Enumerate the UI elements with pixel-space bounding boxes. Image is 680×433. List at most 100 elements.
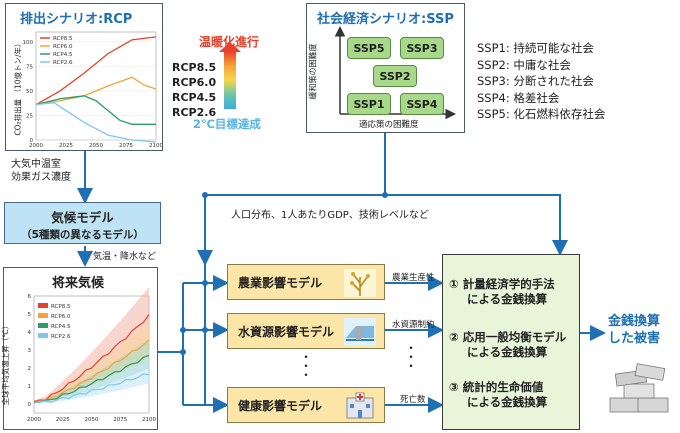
ssp1-box: SSP1 (347, 93, 391, 115)
rcp-xtick: 2100 (149, 143, 162, 149)
rcp-ylabel: CO₂排出量 （10億トン/年） (13, 39, 23, 136)
future-ytick: 0 (28, 402, 32, 408)
water-model-label: 水資源影響モデル (238, 324, 335, 339)
ssp-panel: 社会経済シナリオ:SSP 緩和策の困難度 適応策の困難度 SSP5 SSP3 S… (306, 3, 465, 133)
future-ytick: 6 (28, 294, 32, 300)
future-xtick: 2050 (85, 417, 99, 423)
rcp-xtick: 2025 (59, 143, 73, 149)
health-model-label: 健康影響モデル (238, 398, 323, 413)
agriculture-model-label: 農業影響モデル (238, 275, 323, 290)
scale-item: RCP2.6 (172, 106, 217, 119)
method-3-line2: による金銭換算 (467, 395, 548, 409)
rcp-ytick: 75 (26, 64, 33, 70)
future-uncertainty-band (34, 360, 149, 404)
future-legend-swatch (38, 313, 48, 318)
output-health: 死亡数 (400, 395, 426, 405)
method-3-line1: 統計的生命価値 (462, 380, 544, 394)
ssp5-box: SSP5 (347, 37, 391, 59)
ghg-label-line2: 効果ガス濃度 (11, 172, 71, 183)
climate-model-subtitle: （5種類の異なるモデル） (21, 229, 144, 241)
future-legend-swatch (38, 333, 48, 338)
rcp-ytick: 100 (23, 40, 34, 46)
money-stack-icon (609, 363, 669, 413)
ssp3-box: SSP3 (400, 37, 444, 59)
future-series-line (33, 373, 150, 404)
future-series-line (33, 354, 150, 404)
ghg-label: 大気中温室 効果ガス濃度 (11, 158, 71, 184)
temp-precip-label: 気温・降水など (93, 252, 157, 262)
method-3: ③ 統計的生命価値 による金銭換算 (449, 380, 548, 409)
future-series-line (33, 339, 150, 403)
future-legend-swatch (38, 323, 48, 328)
result-label: 金銭換算 した被害 (608, 313, 660, 347)
ssp4-box: SSP4 (400, 93, 444, 115)
ssp-legend-item: SSP5: 化石燃料依存社会 (477, 107, 606, 121)
future-title: 将来気候 (52, 276, 105, 291)
scale-item: RCP8.5 (172, 61, 217, 74)
valuation-methods-panel: ① 計量経済学的手法 による金銭換算 ② 応用一般均衡モデル による金銭換算 ③… (442, 254, 580, 430)
ssp-legend-item: SSP4: 格差社会 (477, 90, 560, 105)
rcp-series-line (35, 36, 157, 106)
warming-gradient-arrow (219, 42, 241, 109)
future-legend-label: RCP2.6 (51, 334, 71, 340)
agriculture-model-box: 農業影響モデル (227, 264, 385, 300)
socio-label: 人口分布、1人あたりGDP、技術レベルなど (231, 210, 429, 221)
rcp-legend-label: RCP4.5 (53, 52, 73, 58)
method-2-line1: 応用一般均衡モデル (462, 330, 567, 344)
ssp-ylabel: 緩和策の困難度 (308, 43, 318, 100)
scale-list: RCP8.5 RCP6.0 RCP4.5 RCP2.6 (172, 60, 216, 120)
future-ytick: 3 (28, 348, 32, 354)
output-agri: 農業生産性 (392, 273, 435, 283)
future-legend-swatch (38, 303, 48, 308)
climate-model-box: 気候モデル （5種類の異なるモデル） (4, 202, 161, 244)
result-line1: 金銭換算 (608, 314, 661, 329)
ssp-xlabel: 適応策の困難度 (359, 120, 419, 130)
method-1: ① 計量経済学的手法 による金銭換算 (449, 277, 555, 306)
water-model-box: 水資源影響モデル (227, 313, 385, 349)
rcp-xtick: 2050 (89, 143, 103, 149)
ssp-title: 社会経済シナリオ:SSP (317, 12, 454, 27)
rcp-series-line (35, 102, 157, 143)
future-ylabel: 全球平均気温上昇（℃） (1, 321, 11, 406)
ssp-legend-item: SSP2: 中庸な社会 (477, 57, 571, 72)
target-label: 2℃目標達成 (193, 117, 261, 131)
more-outputs-dots: ・ ・ ・ (405, 341, 418, 373)
future-xtick: 2025 (56, 417, 70, 423)
method-2: ② 応用一般均衡モデル による金銭換算 (449, 330, 567, 359)
ssp-legend-item: SSP3: 分断された社会 (477, 74, 594, 88)
hospital-icon (346, 392, 374, 419)
ssp2-box: SSP2 (373, 65, 417, 87)
future-legend-label: RCP6.0 (51, 314, 71, 320)
scale-item: RCP4.5 (172, 91, 217, 104)
method-1-line2: による金銭換算 (467, 292, 548, 306)
future-xtick: 2000 (27, 417, 41, 423)
future-ytick: 2 (28, 366, 32, 372)
rcp-title: 排出シナリオ:RCP (20, 12, 133, 27)
dam-icon (344, 318, 376, 346)
rcp-legend-label: RCP2.6 (53, 60, 73, 66)
rcp-series-line (35, 95, 156, 125)
rice-icon (344, 269, 376, 297)
result-line2: した被害 (608, 331, 661, 346)
more-models-dots: ・ ・ ・ (300, 350, 313, 382)
health-model-box: 健康影響モデル (227, 387, 385, 423)
future-ytick: 4 (28, 330, 32, 336)
future-legend-label: RCP4.5 (51, 324, 71, 330)
rcp-ytick: 25 (26, 113, 33, 119)
line-ssp-to-methods (205, 194, 568, 256)
rcp-legend-label: RCP8.5 (53, 36, 73, 42)
ghg-label-line1: 大気中温室 (11, 159, 61, 170)
rcp-legend-label: RCP6.0 (53, 44, 73, 50)
method-1-line1: 計量経済学的手法 (462, 277, 555, 291)
ssp-legend-list: SSP1: 持続可能な社会 SSP2: 中庸な社会 SSP3: 分断された社会 … (477, 40, 605, 123)
rcp-series-line (35, 76, 157, 106)
future-xtick: 2075 (113, 417, 127, 423)
output-water: 水資源制約 (392, 320, 435, 330)
climate-model-title: 気候モデル (51, 210, 114, 225)
future-legend-label: RCP8.5 (51, 304, 71, 310)
future-xtick: 2100 (142, 417, 156, 423)
